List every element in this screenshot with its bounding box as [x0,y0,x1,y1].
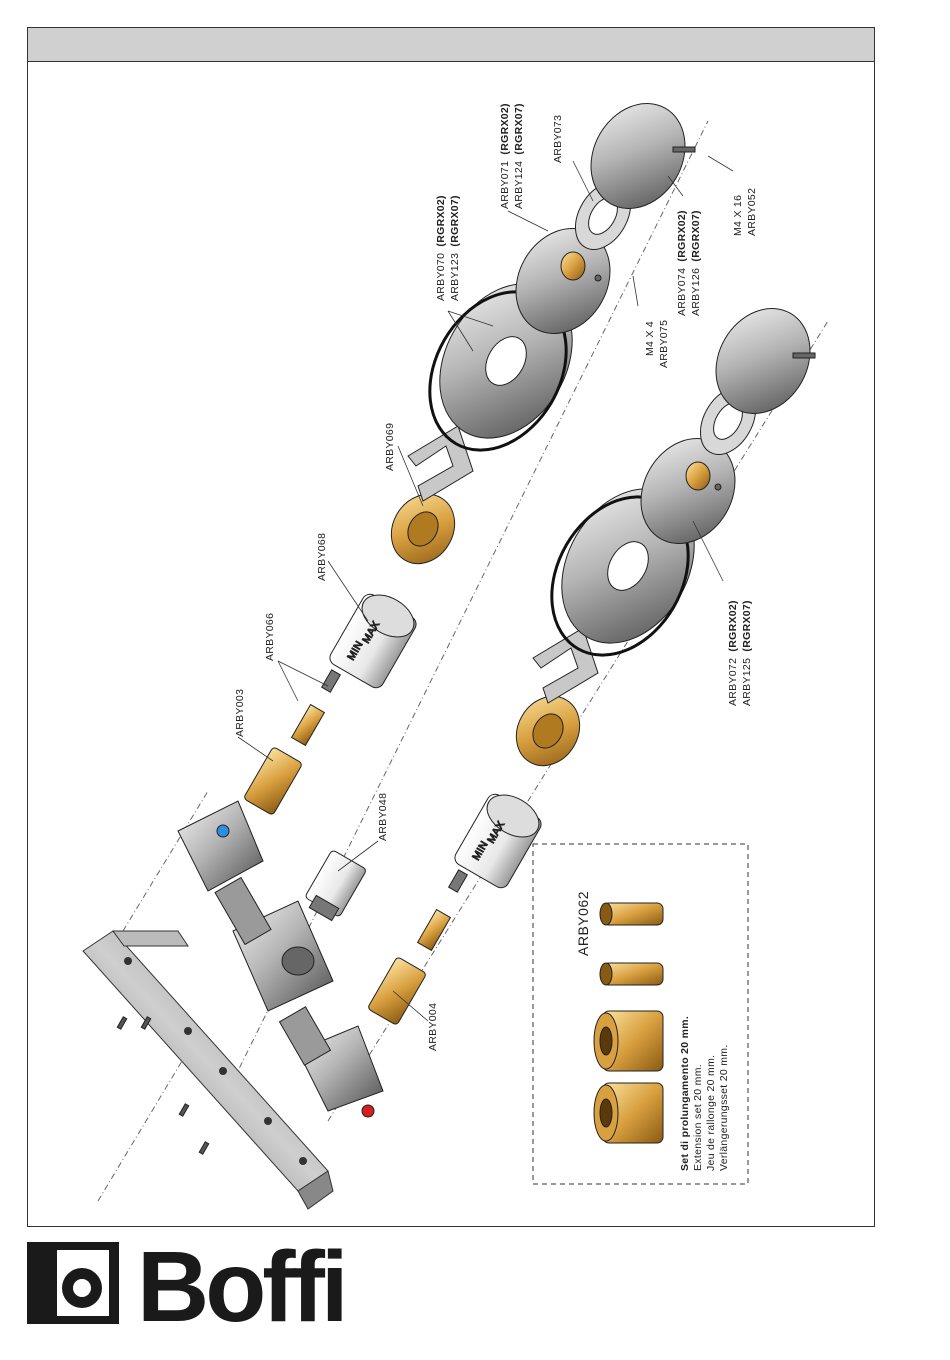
mounting-bracket [82,930,334,1210]
callout-arby075: ARBY075 [658,320,670,368]
callout-arby070-code: ARBY070 [435,253,447,301]
callout-arby072-code: ARBY072 [727,658,739,706]
svg-text:ARBY126 (RGRX07): ARBY126 (RGRX07) [690,210,702,316]
extension-set-code: ARBY062 [575,891,591,956]
callout-arby123-finish: (RGRX07) [449,195,461,246]
handle-base-lower [640,438,736,544]
extension-set-spindle-2 [599,962,664,986]
boffi-logo-wordmark: Boffi [137,1231,349,1343]
svg-text:ARBY072 (RGRX02): ARBY072 (RGRX02) [727,600,739,706]
callout-arby125-code: ARBY125 [741,658,753,706]
leader-lines [237,155,734,1022]
bracket-screws [116,1016,210,1155]
svg-text:ARBY125 (RGRX07): ARBY125 (RGRX07) [741,600,753,706]
callout-arby125-finish: (RGRX07) [741,600,753,651]
flange-lower [515,695,581,767]
callout-arby004: ARBY004 [427,1003,439,1051]
callout-arby071-code: ARBY071 [499,161,511,209]
valve-body [177,800,384,1118]
extension-set-title-de: Verlängerungsset 20 mm. [718,1044,730,1171]
callout-arby126-code: ARBY126 [690,268,702,316]
callout-arby126-finish: (RGRX07) [690,210,702,261]
boffi-logo-mark [27,1242,119,1324]
callout-arby072-finish: (RGRX02) [727,600,739,651]
extension-set-spindle-1 [599,902,664,926]
extension-set-flange-2 [593,1082,664,1144]
callout-arby066: ARBY066 [264,613,276,661]
callout-arby073: ARBY073 [552,115,564,163]
callout-m4x4: M4 X 4 [644,321,656,356]
svg-text:ARBY074 (RGRX02): ARBY074 (RGRX02) [676,210,688,316]
callout-arby123-code: ARBY123 [449,253,461,301]
callout-arby003: ARBY003 [234,689,246,737]
callout-arby052: ARBY052 [746,188,758,236]
cartridge-arby003 [244,747,302,815]
callout-arby069: ARBY069 [384,423,396,471]
callout-arby074-code: ARBY074 [676,268,688,316]
callout-m4x16: M4 X 16 [732,195,744,236]
header-bar [28,28,874,62]
extension-set-box: ARBY062 Set di prolungamento 20 mm. Exte [532,843,749,1185]
knob-lower: MAX MIN [454,793,542,889]
callout-arby071-finish: (RGRX02) [499,103,511,154]
callout-arby070-finish: (RGRX02) [435,195,447,246]
plug-arby048 [305,850,366,922]
extension-set-title-fr: Jeu de rallonge 20 mm. [705,1055,717,1171]
callout-labels: ARBY003 ARBY066 ARBY068 ARBY069 ARBY048 … [234,103,758,1051]
boffi-logo: Boffi [27,1232,367,1342]
cartridge-arby004 [368,957,426,1025]
extension-set-flange-1 [593,1010,664,1072]
callout-arby074-finish: (RGRX02) [676,210,688,261]
svg-text:ARBY070 (RGRX02): ARBY070 (RGRX02) [435,195,447,301]
knob-upper: MAX MIN [329,593,417,689]
extension-set-title-en: Extension set 20 mm. [692,1064,704,1171]
callout-arby124-finish: (RGRX07) [513,103,525,154]
extension-set-title-it: Set di prolungamento 20 mm. [679,1016,691,1171]
callout-arby068: ARBY068 [316,533,328,581]
callout-arby124-code: ARBY124 [513,161,525,209]
svg-text:ARBY124 (RGRX07): ARBY124 (RGRX07) [513,103,525,209]
handle-base-upper [515,228,611,334]
svg-text:ARBY123 (RGRX07): ARBY123 (RGRX07) [449,195,461,301]
drawing-frame: MAX MIN MAX MIN [27,27,875,1227]
small-screws [594,146,816,491]
flange-upper [390,493,456,565]
handle-cap-lower [715,308,811,414]
svg-text:ARBY071 (RGRX02): ARBY071 (RGRX02) [499,103,511,209]
exploded-view-drawing: MAX MIN MAX MIN [82,103,829,1210]
spindles [290,669,469,952]
handle-cap-upper [590,103,686,209]
callout-arby048: ARBY048 [377,793,389,841]
